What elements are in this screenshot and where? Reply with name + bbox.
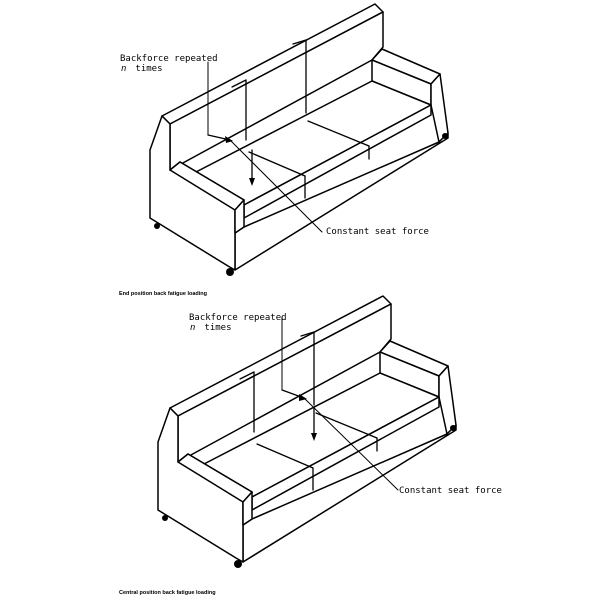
seat-force-label: Constant seat force [326, 227, 429, 237]
sofa-foot [442, 133, 448, 139]
backforce-times-word: times [204, 323, 231, 333]
seat-divider-1 [248, 151, 306, 177]
sofa-foot [154, 223, 160, 229]
seat-force-arrow-head [249, 178, 255, 186]
sofa-foot [226, 268, 234, 276]
backforce-label: Backforce repeated [120, 54, 218, 64]
back-divider-2 [292, 39, 307, 45]
sofa-left-arm-front [242, 491, 253, 526]
backforce-label: Backforce repeated [189, 313, 287, 323]
sofa-drawing [157, 295, 457, 568]
seat-divider-1 [256, 443, 314, 469]
figure-labels: Backforce repeated n times Constant seat… [119, 313, 502, 596]
seat-divider-2 [315, 412, 378, 439]
back-divider-2 [300, 331, 315, 337]
seat-force-label: Constant seat force [399, 486, 502, 496]
sofa-right-arm-front [438, 365, 457, 435]
seat-force-leader-line [229, 139, 323, 233]
sofa-foot [450, 425, 456, 431]
sofa-foot [234, 560, 242, 568]
figure-caption: End position back fatigue loading [119, 291, 207, 297]
backforce-n-label: n [190, 323, 195, 333]
sofa-figure-central: Backforce repeated n times Constant seat… [119, 295, 502, 596]
force-annotations [281, 316, 399, 491]
sofa-drawing [149, 3, 449, 276]
backforce-times-word: times [135, 64, 162, 74]
backforce-n-label: n [121, 64, 126, 74]
sofa-foot [162, 515, 168, 521]
sofa-right-arm-front [430, 73, 449, 143]
backforce-times-label: n times [190, 317, 232, 334]
seat-force-leader-line [303, 397, 399, 491]
seat-force-arrow-head [311, 433, 317, 441]
figure-labels: Backforce repeated n times Constant seat… [119, 54, 429, 297]
sofa-figure-end: Backforce repeated n times Constant seat… [119, 3, 449, 297]
backforce-times-label: n times [121, 58, 163, 75]
sofa-left-arm-front [234, 199, 245, 234]
force-annotations [207, 61, 323, 233]
seat-divider-2 [307, 120, 370, 147]
figure-caption: Central position back fatigue loading [119, 590, 216, 596]
back-divider-1 [231, 79, 247, 88]
back-divider-1 [239, 371, 255, 380]
